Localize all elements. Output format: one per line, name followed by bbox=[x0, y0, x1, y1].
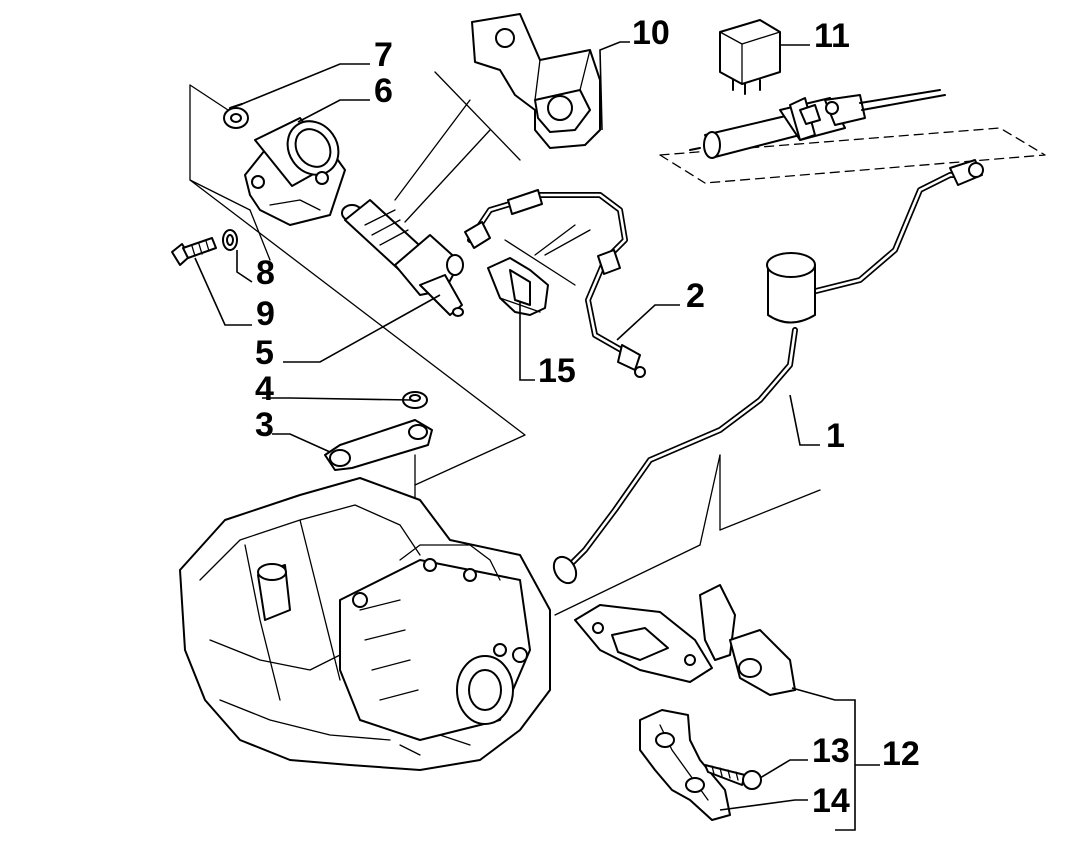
leader-lines bbox=[194, 41, 880, 831]
part-6-sleeve-bracket bbox=[244, 117, 346, 226]
part-4-circlip bbox=[402, 391, 428, 409]
callout-4: 4 bbox=[255, 370, 274, 408]
part-5-slave-cylinder bbox=[341, 199, 464, 317]
part-10-bracket bbox=[471, 13, 601, 149]
part-7-clip bbox=[223, 103, 249, 129]
callout-9: 9 bbox=[256, 295, 275, 333]
part-2-hydraulic-pipe bbox=[464, 189, 646, 378]
callout-1: 1 bbox=[826, 417, 845, 455]
callout-8: 8 bbox=[256, 254, 275, 292]
callout-3: 3 bbox=[255, 406, 274, 444]
callout-2: 2 bbox=[686, 277, 705, 315]
callout-labels: 7 6 8 9 5 4 3 10 11 2 15 1 12 13 14 bbox=[255, 14, 920, 820]
part-14-clip bbox=[639, 709, 731, 821]
part-11-relay bbox=[719, 19, 781, 95]
callout-15: 15 bbox=[538, 352, 576, 390]
part-12-bracket-assembly bbox=[574, 584, 796, 696]
clutch-master-cylinder bbox=[689, 89, 946, 159]
callout-11: 11 bbox=[814, 17, 850, 55]
callout-13: 13 bbox=[812, 732, 850, 770]
part-1-reservoir-pipe bbox=[552, 159, 984, 585]
part-15-clip bbox=[487, 257, 549, 316]
part-3-lever bbox=[324, 419, 433, 471]
part-8-washer bbox=[222, 229, 238, 251]
assembly-reference-lines bbox=[189, 71, 1046, 616]
callout-10: 10 bbox=[632, 14, 670, 52]
callout-6: 6 bbox=[374, 72, 393, 110]
part-9-bolt bbox=[171, 237, 217, 266]
callout-14: 14 bbox=[812, 782, 850, 820]
callout-5: 5 bbox=[255, 334, 274, 372]
gearbox-housing bbox=[179, 477, 551, 771]
callout-7: 7 bbox=[374, 36, 393, 74]
part-13-screw bbox=[704, 764, 762, 790]
callout-12: 12 bbox=[882, 735, 920, 773]
